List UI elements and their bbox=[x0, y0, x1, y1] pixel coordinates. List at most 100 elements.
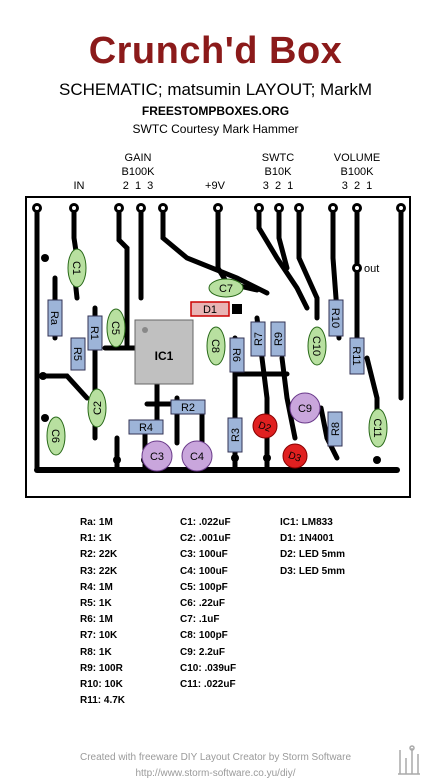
bom-line: C2: .001uF bbox=[180, 533, 231, 545]
bom-line: R2: 22K bbox=[80, 549, 118, 561]
swtc-pot-value: B10K bbox=[264, 166, 292, 178]
bom-line: D3: LED 5mm bbox=[280, 565, 346, 577]
r4-label: R4 bbox=[139, 422, 153, 434]
capacitor-c10: C10 bbox=[307, 326, 327, 366]
c10-label: C10 bbox=[310, 336, 322, 356]
bom-semiconductors: IC1: LM833 D1: 1N4001 D2: LED 5mm D3: LE… bbox=[280, 515, 345, 580]
led-d3: D3 bbox=[282, 443, 308, 469]
resistor-r10: R10 bbox=[328, 299, 344, 337]
leds: D2 D3 bbox=[252, 413, 308, 469]
bom-line: R11: 4.7K bbox=[80, 695, 126, 707]
r1-label: R1 bbox=[88, 326, 100, 340]
bom-line: Ra: 1M bbox=[80, 517, 113, 528]
capacitor-c5: C5 bbox=[106, 308, 126, 348]
ic1-chip: IC1 bbox=[134, 319, 194, 385]
capacitors: C1 C2 C5 C6 C7 C8 bbox=[46, 248, 388, 456]
volume-pot-value: B100K bbox=[340, 166, 374, 178]
bom-capacitors: C1: .022uF C2: .001uF C3: 100uF C4: 100u… bbox=[180, 515, 236, 693]
d1-label: D1 bbox=[203, 304, 217, 316]
bom-line: R7: 10K bbox=[80, 630, 118, 642]
output-label: out bbox=[364, 263, 379, 275]
bom-line: D2: LED 5mm bbox=[280, 549, 346, 561]
diy-logo-icon bbox=[398, 745, 420, 775]
capacitor-c2: C2 bbox=[87, 388, 107, 428]
layout-drawing: out IC1 D1 Ra R1 R5 bbox=[32, 203, 406, 473]
ic1-label: IC1 bbox=[155, 349, 174, 363]
r5-label: R5 bbox=[71, 347, 83, 361]
bom-line: R10: 10K bbox=[80, 678, 123, 690]
resistor-r1: R1 bbox=[87, 315, 103, 351]
bom-line: R8: 1K bbox=[80, 646, 112, 658]
diode-d1: D1 bbox=[190, 301, 242, 317]
power-label: +9V bbox=[205, 180, 225, 192]
bom-line: R5: 1K bbox=[80, 597, 112, 609]
r3-label: R3 bbox=[230, 428, 242, 442]
r8-label: R8 bbox=[330, 422, 342, 436]
resistor-r7: R7 bbox=[250, 321, 266, 357]
bom-line: C10: .039uF bbox=[180, 662, 237, 674]
bom-line: C4: 100uF bbox=[180, 565, 228, 577]
bom-line: D1: 1N4001 bbox=[280, 533, 334, 545]
footer-credit: Created with freeware DIY Layout Creator… bbox=[79, 752, 352, 763]
c7-label: C7 bbox=[219, 283, 233, 295]
pad-holes bbox=[35, 206, 403, 270]
resistor-ra: Ra bbox=[47, 299, 63, 337]
volume-label: VOLUME bbox=[333, 152, 381, 164]
bom-resistors: Ra: 1M R1: 1K R2: 22K R3: 22K R4: 1M R5:… bbox=[80, 515, 125, 709]
d3-label: D3 bbox=[287, 450, 303, 465]
volume-pins: 3 2 1 bbox=[341, 180, 373, 192]
r2-label: R2 bbox=[181, 402, 195, 414]
bom-line: C6: .22uF bbox=[180, 597, 226, 609]
bom-line: C3: 100uF bbox=[180, 549, 228, 561]
bom-line: C1: .022uF bbox=[180, 517, 231, 528]
capacitor-c4: C4 bbox=[181, 440, 213, 472]
page-subtitle: SCHEMATIC; matsumin LAYOUT; MarkM bbox=[59, 80, 372, 99]
courtesy-note: SWTC Courtesy Mark Hammer bbox=[132, 122, 299, 136]
bom-line: IC1: LM833 bbox=[280, 517, 333, 528]
r6-label: R6 bbox=[230, 348, 242, 362]
bom-line: R1: 1K bbox=[80, 533, 112, 545]
bom-line: C11: .022uF bbox=[180, 678, 236, 690]
bom-line: C5: 100pF bbox=[180, 581, 228, 593]
gain-pins: 2 1 3 bbox=[122, 180, 154, 192]
stripboard-layout: out IC1 D1 Ra R1 R5 bbox=[25, 196, 411, 498]
bom-line: C9: 2.2uF bbox=[180, 646, 226, 658]
c9-label: C9 bbox=[298, 403, 312, 415]
capacitor-c3: C3 bbox=[141, 440, 173, 472]
bom-line: R4: 1M bbox=[80, 581, 113, 593]
capacitor-c8: C8 bbox=[206, 326, 226, 366]
bom-line: R3: 22K bbox=[80, 565, 118, 577]
c5-label: C5 bbox=[109, 321, 121, 335]
r9-label: R9 bbox=[273, 332, 285, 346]
c1-label: C1 bbox=[70, 261, 82, 275]
capacitor-c1: C1 bbox=[67, 248, 87, 288]
footer-url[interactable]: http://www.storm-software.co.yu/diy/ bbox=[135, 768, 296, 779]
resistor-r3: R3 bbox=[227, 417, 243, 453]
c4-label: C4 bbox=[190, 451, 204, 463]
c6-label: C6 bbox=[49, 429, 61, 443]
c3-label: C3 bbox=[150, 451, 164, 463]
r11-label: R11 bbox=[350, 346, 362, 365]
swtc-label: SWTC bbox=[261, 152, 295, 164]
site-name: FREESTOMPBOXES.ORG bbox=[141, 104, 290, 118]
c8-label: C8 bbox=[209, 339, 221, 353]
capacitor-c9: C9 bbox=[289, 392, 321, 424]
capacitor-c7: C7 bbox=[208, 278, 244, 298]
resistor-r11: R11 bbox=[349, 337, 365, 375]
swtc-pins: 3 2 1 bbox=[262, 180, 294, 192]
bom-line: C8: 100pF bbox=[180, 630, 228, 642]
c11-label: C11 bbox=[371, 418, 383, 437]
bom-line: C7: .1uF bbox=[180, 614, 220, 626]
bom-line: R9: 100R bbox=[80, 662, 123, 674]
resistor-r9: R9 bbox=[270, 321, 286, 357]
page-title: Crunch'd Box bbox=[88, 30, 343, 72]
ra-label: Ra bbox=[48, 311, 60, 326]
resistor-r6: R6 bbox=[229, 337, 245, 373]
bom-line: R6: 1M bbox=[80, 614, 113, 626]
resistors: Ra R1 R5 R2 R3 R4 bbox=[47, 299, 365, 453]
resistor-r5: R5 bbox=[70, 337, 86, 371]
capacitor-c11: C11 bbox=[368, 408, 388, 448]
led-d2: D2 bbox=[252, 413, 278, 439]
resistor-r2: R2 bbox=[170, 399, 206, 415]
input-label: IN bbox=[73, 180, 85, 192]
